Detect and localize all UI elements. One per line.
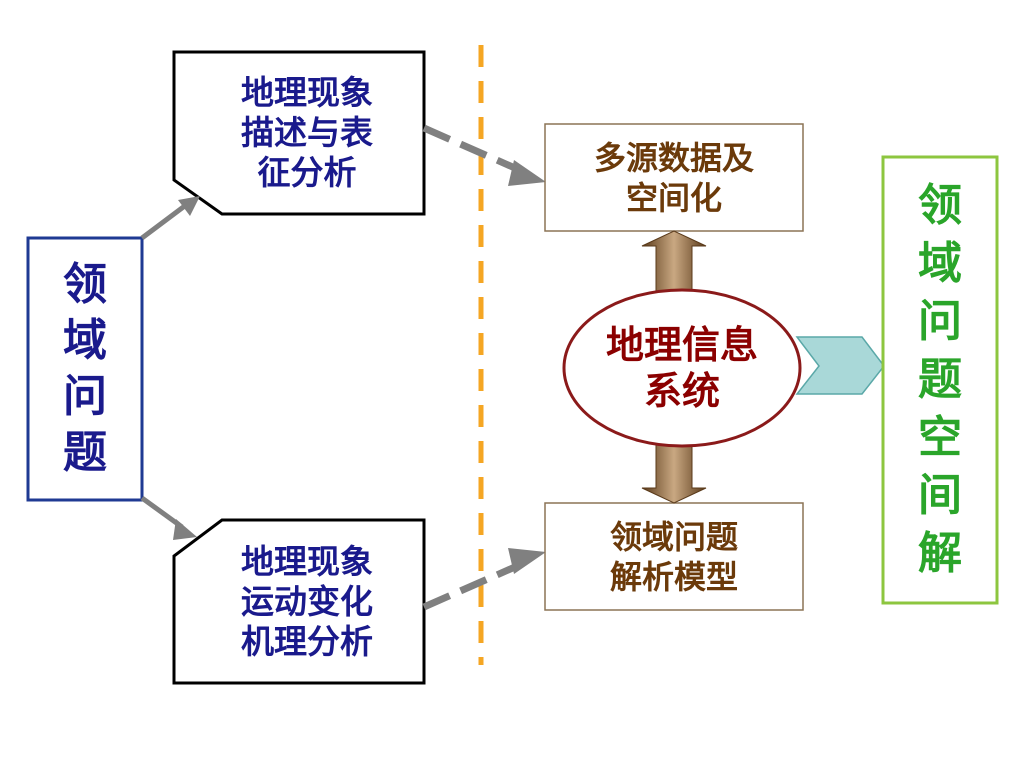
description-box-label: 地理现象 描述与表 征分析	[190, 52, 424, 214]
data-line: 多源数据及	[593, 138, 754, 177]
data-spatialization-label: 多源数据及 空间化	[545, 124, 803, 231]
up-arrow-to-data	[641, 230, 707, 293]
description-line: 征分析	[257, 153, 357, 192]
gis-line: 系统	[643, 369, 720, 413]
arrow-to-description-head	[178, 196, 200, 216]
gis-label: 地理信息 系统	[564, 290, 800, 446]
domain-problem-char: 领	[63, 259, 107, 310]
arrow-to-description	[140, 203, 188, 240]
description-line: 地理现象	[241, 73, 373, 112]
solution-char: 空	[918, 412, 962, 463]
domain-problem-label: 领 域 问 题	[28, 238, 142, 500]
dashed-arrow-to-model	[422, 559, 526, 611]
dashed-arrow-to-data-head	[508, 160, 546, 186]
mechanism-line: 地理现象	[241, 541, 373, 581]
spatial-solution-label: 领 域 问 题 空 间 解	[883, 157, 997, 603]
mechanism-box	[172, 518, 426, 685]
arrow-to-mechanism-head	[173, 519, 197, 540]
solution-char: 解	[918, 528, 962, 579]
domain-problem-char: 域	[63, 315, 107, 366]
gis-ellipse	[562, 288, 802, 448]
data-spatialization-box	[544, 123, 804, 232]
domain-problem-char: 题	[63, 427, 107, 478]
dashed-arrow-to-data	[422, 124, 526, 176]
solution-char: 问	[918, 296, 962, 347]
description-box	[172, 50, 426, 216]
solution-char: 题	[918, 354, 962, 405]
dashed-arrow-to-model-head	[508, 548, 546, 574]
arrow-to-mechanism	[140, 495, 184, 530]
mechanism-box-label: 地理现象 运动变化 机理分析	[190, 520, 424, 683]
analytic-model-label: 领域问题 解析模型	[545, 503, 803, 610]
domain-problem-char: 问	[63, 371, 107, 422]
model-line: 领域问题	[609, 517, 738, 556]
data-line: 空间化	[625, 178, 722, 217]
mechanism-line: 运动变化	[241, 581, 373, 621]
gis-line: 地理信息	[605, 323, 758, 367]
solution-char: 领	[918, 180, 962, 231]
spatial-solution-box	[881, 155, 999, 605]
solution-char: 间	[918, 470, 962, 521]
description-line: 描述与表	[241, 113, 373, 152]
model-line: 解析模型	[609, 557, 738, 596]
domain-problem-box	[26, 236, 144, 502]
chevron-arrow-to-solution	[795, 336, 885, 395]
mechanism-line: 机理分析	[241, 621, 373, 661]
solution-char: 域	[918, 238, 962, 289]
down-arrow-to-model	[641, 437, 707, 504]
